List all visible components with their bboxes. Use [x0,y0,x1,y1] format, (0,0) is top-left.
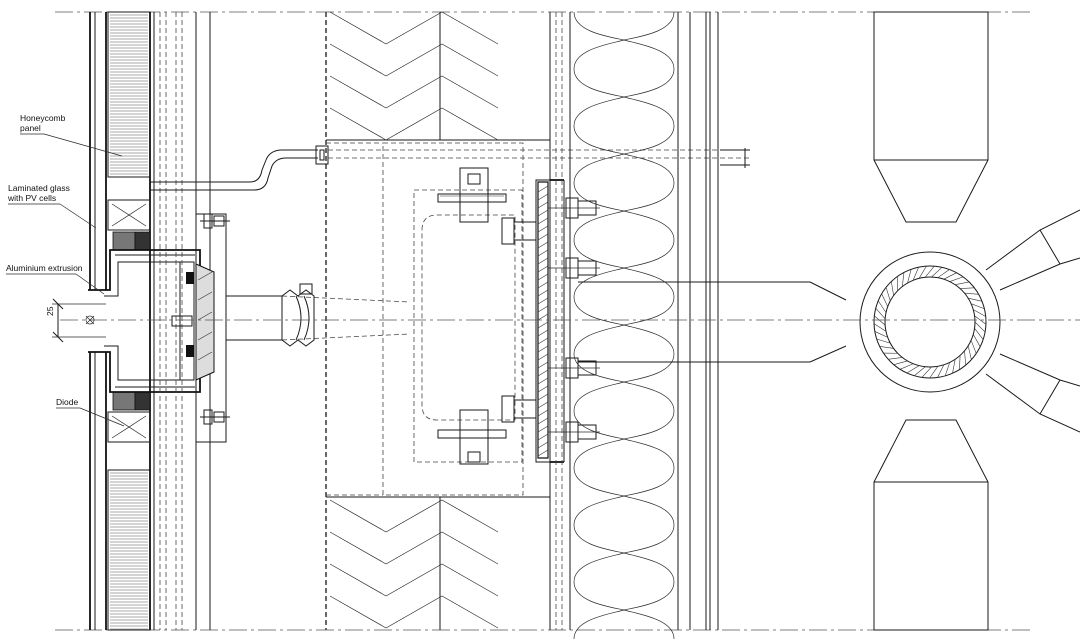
wall-bracket-hatch [537,185,549,457]
spider-node [859,11,1080,631]
anchor-bolts [437,167,537,465]
label-diode: Diode [56,397,125,427]
diode-label: Diode [56,397,78,407]
wool-insulation-pattern [573,11,675,640]
anchor-box [326,142,524,496]
wall-lines [689,12,719,630]
connecting-rod [225,283,411,347]
tube-hatch [873,265,987,379]
dimension-25: 25 [45,298,106,343]
support-arm [578,281,847,363]
honeycomb-label-line1: Honeycomb [20,113,66,123]
pv-spacer-blocks [107,199,151,443]
bracket-plate [171,213,230,443]
cable [150,145,750,191]
laminated-label-line2: with PV cells [7,193,56,203]
insulation-zone [325,12,551,630]
wool-insulation-zone [555,12,679,630]
honeycomb-label-line2: panel [20,123,41,133]
laminated-label-line1: Laminated glass [8,183,70,193]
glass-panel-assembly [89,11,155,631]
aluminium-label: Aluminium extrusion [6,263,83,273]
label-aluminium: Aluminium extrusion [6,263,105,295]
aluminium-extrusion-profile [88,249,201,393]
label-laminated-glass: Laminated glass with PV cells [7,183,97,229]
honeycomb-hatch [110,14,148,630]
label-honeycomb: Honeycomb panel [20,113,123,157]
dimension-value: 25 [45,306,55,316]
insulation-zigzag [329,11,499,629]
wall-bracket [535,179,565,463]
